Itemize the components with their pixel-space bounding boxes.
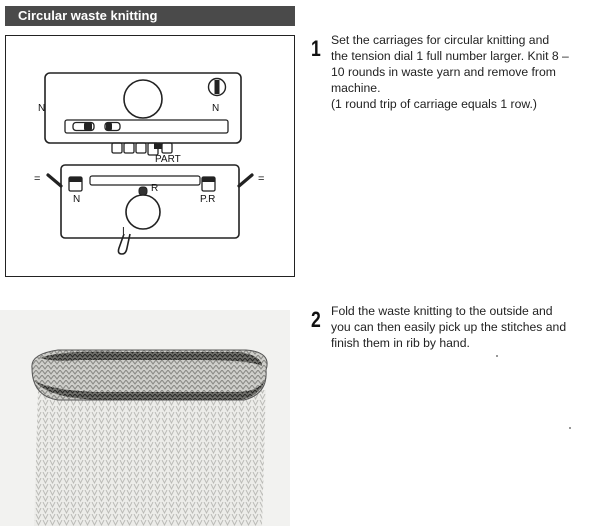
right-handle — [237, 173, 254, 188]
carriage-diagram-drawing — [44, 72, 254, 255]
waste-knitting-photo — [0, 310, 290, 526]
label-upper-right-n: N — [212, 103, 220, 114]
label-lower-n: N — [73, 194, 81, 205]
roll-bottom-edge — [34, 376, 266, 400]
ribber-lever-i — [117, 233, 131, 255]
roll-top-edge — [40, 351, 262, 366]
left-handle — [46, 173, 63, 188]
ribber-slot — [89, 175, 201, 186]
step-2-line: you can then easily pick up the stitches… — [331, 320, 567, 334]
step-2-line: finish them in rib by hand. — [331, 336, 470, 350]
main-switch-left — [72, 121, 95, 132]
label-upper-left-n: N — [38, 103, 46, 114]
main-knob-indicator — [214, 80, 220, 94]
label-lower-r: R — [151, 183, 159, 194]
carriage-diagram: N N PART = = N R P.R I — [5, 35, 295, 277]
step-1-number: 1 — [311, 36, 321, 61]
step-1-line: Set the carriages for circular knitting … — [331, 33, 550, 47]
label-lower-pr: P.R — [200, 194, 216, 205]
ribber-tension-dial — [125, 194, 161, 230]
print-speck — [496, 355, 498, 357]
main-knob — [207, 77, 227, 97]
main-slot — [64, 119, 229, 134]
waste-knitting-illustration — [31, 349, 268, 526]
waste-knitting-roll — [31, 349, 268, 401]
label-part: PART — [155, 154, 181, 165]
step-1-line: 10 rounds in waste yarn and remove from — [331, 65, 556, 79]
step-1-line: the tension dial 1 full number larger. K… — [331, 49, 569, 63]
step-2-text: Fold the waste knitting to the outside a… — [331, 303, 597, 351]
step-1-line: machine. — [331, 81, 381, 95]
step-2-line: Fold the waste knitting to the outside a… — [331, 304, 553, 318]
main-switch-right-knob — [106, 122, 112, 131]
ribber-dial-marker — [138, 186, 148, 196]
main-switch-right — [104, 121, 121, 132]
step-1-line: (1 round trip of carriage equals 1 row.) — [331, 97, 537, 111]
step-1-text: Set the carriages for circular knitting … — [331, 32, 597, 112]
label-lower-i: I — [122, 226, 125, 237]
main-switch-left-knob — [84, 122, 92, 131]
step-2-number: 2 — [311, 307, 321, 332]
ribbed-fabric — [34, 390, 266, 526]
print-speck — [569, 427, 571, 429]
section-header: Circular waste knitting — [5, 6, 295, 26]
label-equals-left: = — [34, 173, 41, 185]
ribber-carriage-outline — [60, 164, 240, 239]
main-tension-dial — [123, 79, 163, 119]
label-equals-right: = — [258, 173, 265, 185]
part-buttons — [111, 142, 173, 156]
